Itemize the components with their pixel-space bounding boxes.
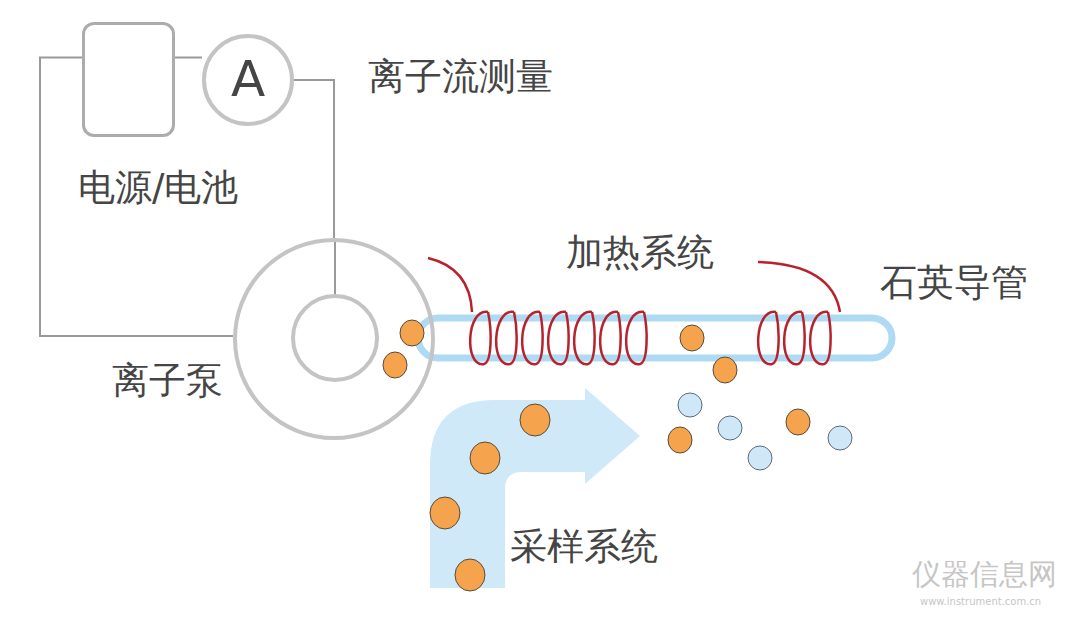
particle (748, 446, 772, 470)
watermark: 仪器信息网 (912, 558, 1057, 591)
particle (786, 409, 810, 435)
particle (520, 404, 550, 436)
particles (383, 320, 852, 591)
particle (470, 442, 500, 474)
coil-loop (758, 312, 778, 364)
particle (828, 426, 852, 450)
ammeter-circle: A (202, 34, 294, 126)
power-supply-box: 电源/电池 (82, 22, 175, 137)
coil-loop (574, 312, 594, 364)
pump-electrode (293, 296, 377, 380)
coil-loop (784, 312, 804, 364)
node-label: 电源/电池 (78, 167, 238, 210)
ion-pump-circle: 离子泵 (233, 238, 435, 440)
coil-loop (626, 312, 646, 364)
coil-loop (810, 312, 830, 364)
heater-coil (470, 312, 830, 364)
measurement-label: 离子流测量 (368, 56, 553, 99)
sampling-label: 采样系统 (510, 526, 658, 569)
particle (718, 416, 742, 440)
particle (680, 325, 704, 351)
watermark-url: www.instrument.com.cn (920, 596, 1041, 608)
wire (175, 57, 202, 59)
quartz-tube-inner (418, 336, 870, 340)
wire (294, 80, 334, 238)
particle (455, 559, 485, 591)
node-label: 离子泵 (112, 360, 223, 403)
coil-loop (600, 312, 620, 364)
particle (400, 320, 424, 346)
particle (668, 427, 692, 453)
particle (678, 393, 702, 417)
particle (430, 497, 460, 529)
heater-lead (758, 262, 840, 312)
particle (383, 352, 407, 378)
heater-label: 加热系统 (566, 232, 714, 275)
coil-loop (496, 312, 516, 364)
node-label: A (231, 51, 265, 109)
coil-loop (470, 312, 490, 364)
coil-loop (522, 312, 542, 364)
tube-label: 石英导管 (880, 262, 1028, 305)
coil-loop (548, 312, 568, 364)
heater-lead (428, 258, 472, 312)
wire (334, 238, 336, 297)
particle (713, 357, 737, 383)
